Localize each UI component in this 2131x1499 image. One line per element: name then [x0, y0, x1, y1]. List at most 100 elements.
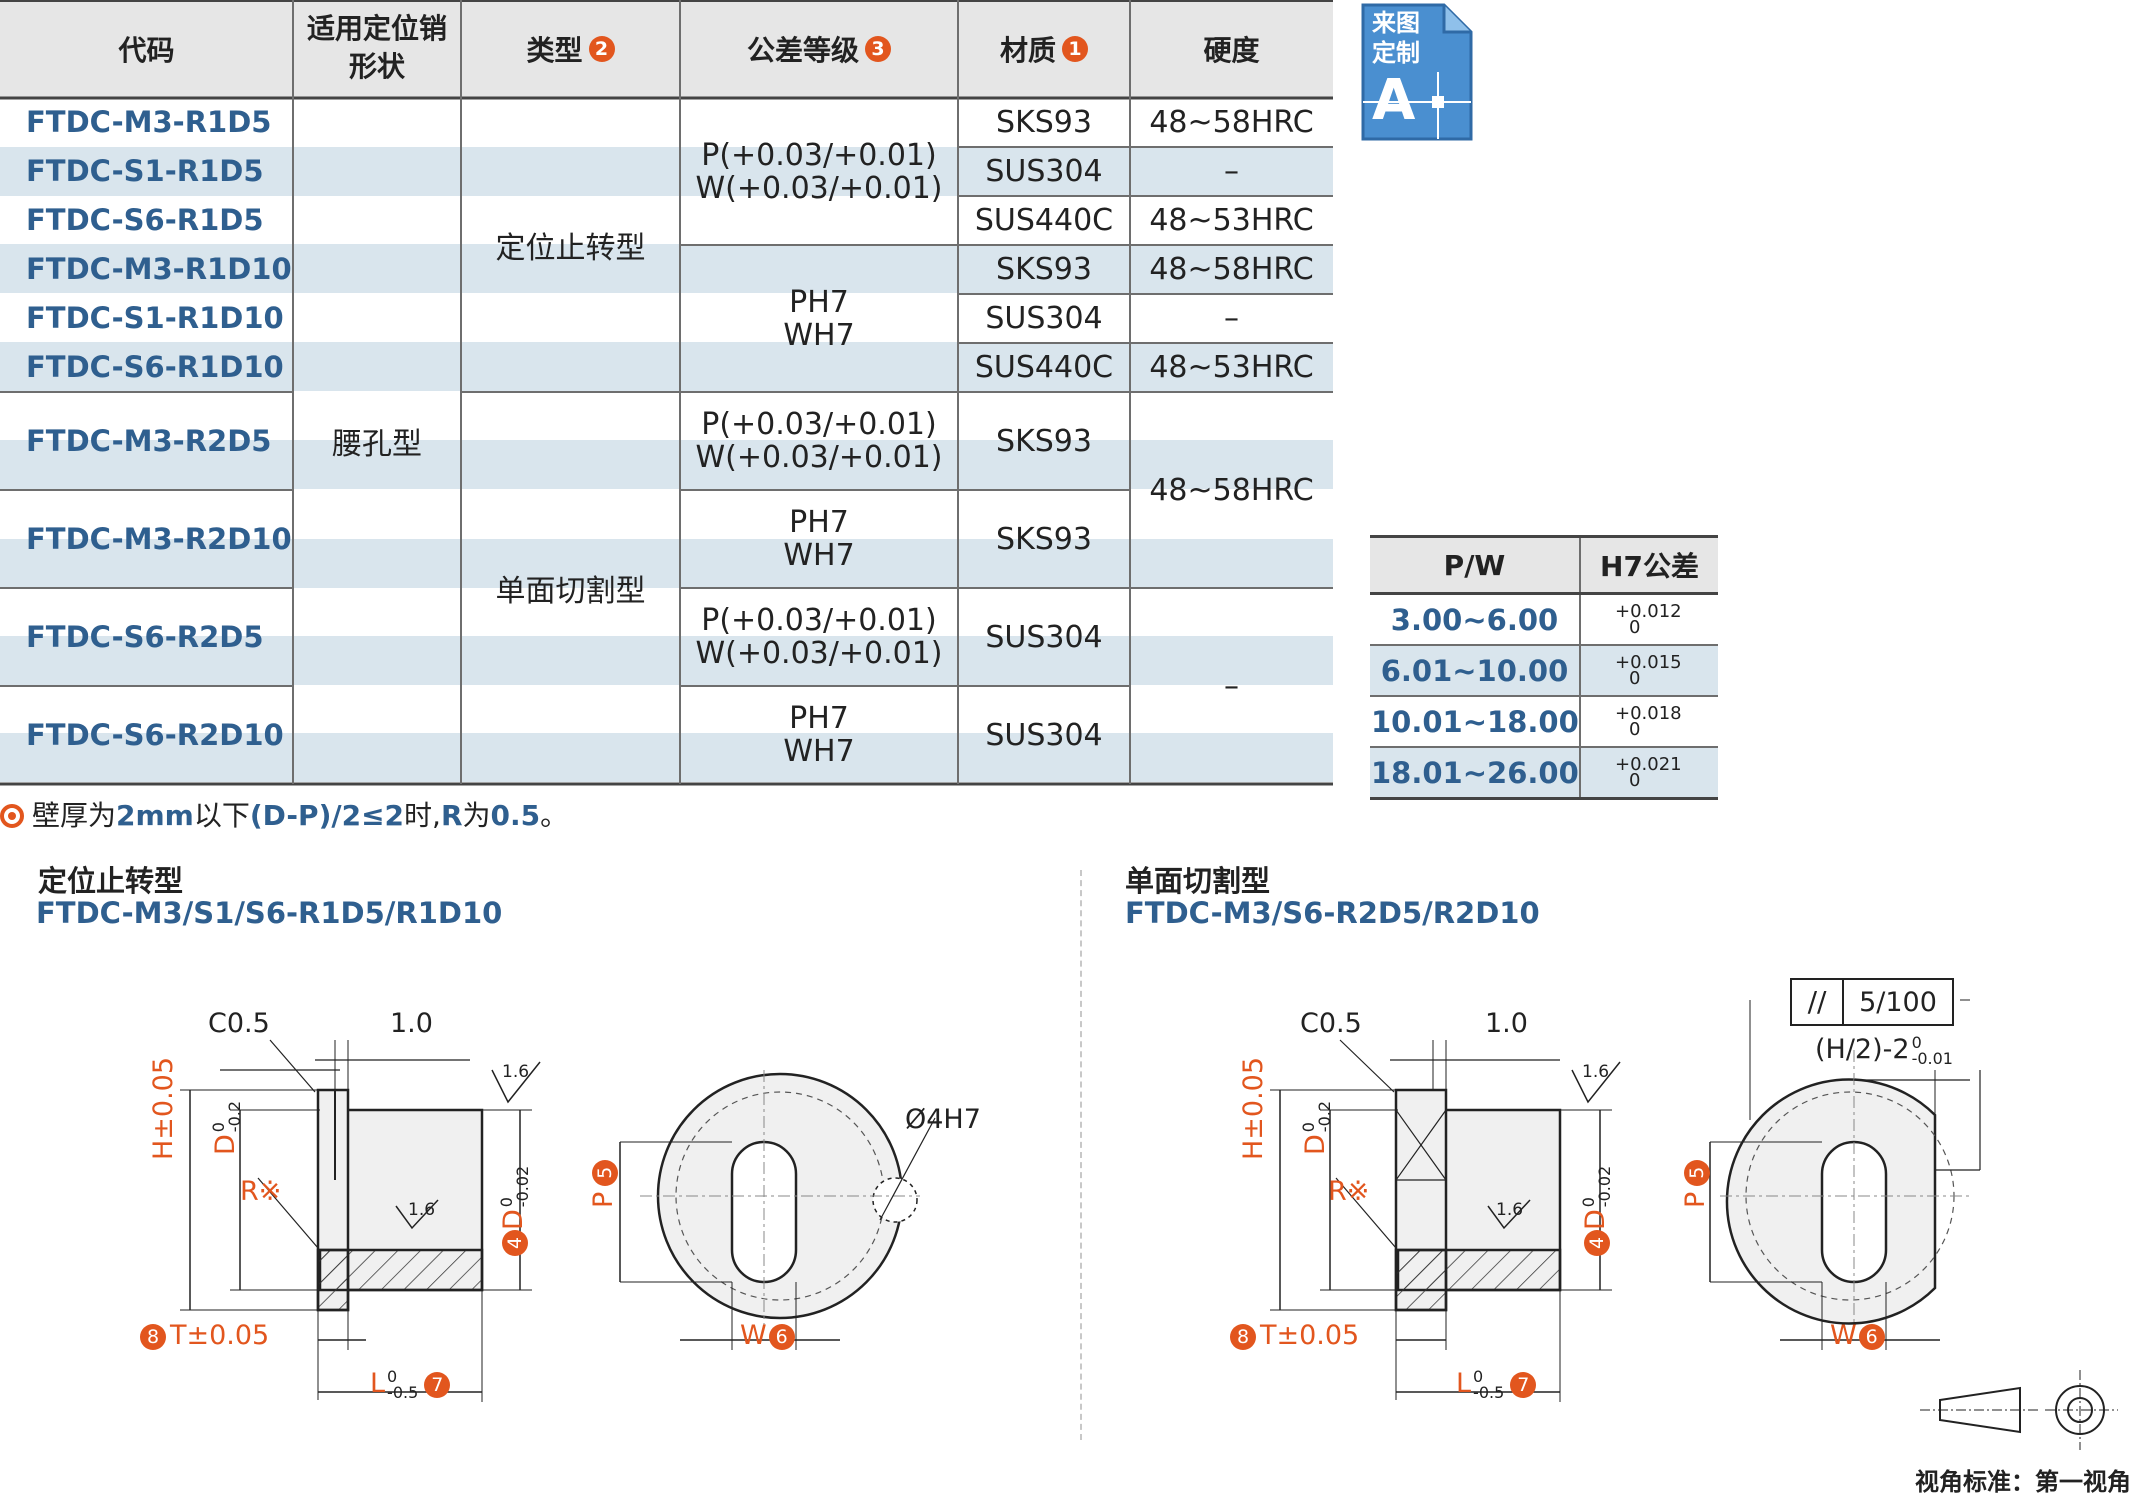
dim-d2-lower: -0.02 — [1594, 1165, 1614, 1208]
material-cell: SKS93 — [996, 521, 1092, 557]
section-left-codes: FTDC-M3/S1/S6-R1D5/R1D10 — [36, 896, 503, 930]
dim-halfh-label: (H/2)-2 — [1815, 1034, 1910, 1065]
spec-table-grid — [0, 0, 1333, 786]
hardness-cell: 48~58HRC — [1149, 105, 1314, 140]
dim-d-label: D — [1300, 1134, 1331, 1155]
dim-d2: 4D0-0.02 — [497, 1166, 532, 1262]
roughness-label: 1.6 — [408, 1200, 436, 1220]
dim-len10: 1.0 — [390, 1008, 433, 1039]
dim-r: R※ — [1328, 1176, 1370, 1207]
material-cell: SUS304 — [985, 717, 1103, 753]
dim-w-label: W — [740, 1320, 767, 1351]
tol-upper: +0.015 — [1615, 651, 1682, 673]
right-front-view-drawing — [1709, 999, 1981, 1350]
projection-standard-label: 视角标准：第一视角 — [1915, 1468, 2131, 1496]
dim-l-label: L — [1456, 1368, 1472, 1399]
hardness-cell: 48~53HRC — [1149, 350, 1314, 385]
dim-d-label: D — [210, 1134, 241, 1155]
tolerance-ph: PH7 — [789, 701, 849, 736]
num-badge: 6 — [768, 1323, 795, 1350]
tol-upper: +0.012 — [1615, 600, 1682, 622]
num-badge: 4 — [1583, 1230, 1610, 1256]
dim-p: P5 — [1680, 1159, 1711, 1208]
code-cell: FTDC-M3-R2D10 — [26, 522, 292, 556]
code-cell: FTDC-S6-R1D5 — [26, 203, 264, 237]
dim-l-upper: 0 — [387, 1366, 398, 1386]
code-cell: FTDC-S1-R1D5 — [26, 154, 264, 188]
material-cell: SUS440C — [974, 350, 1114, 385]
first-angle-projection-icon — [1920, 1370, 2118, 1450]
tol-lower: 0 — [1629, 667, 1641, 689]
row-band — [0, 147, 1333, 196]
tolerance-w: W(+0.03/+0.01) — [695, 440, 943, 475]
badge-line1: 来图 — [1372, 9, 1420, 37]
row-band — [0, 636, 1333, 685]
tol-range: 18.01~26.00 — [1370, 747, 1581, 800]
row-band — [0, 539, 1333, 588]
roughness-label: 1.6 — [502, 1062, 530, 1082]
row-band — [0, 244, 1333, 293]
dim-r: R※ — [240, 1176, 282, 1207]
header-type-label: 类型 — [526, 34, 583, 67]
dim-l-label: L — [370, 1368, 386, 1399]
dim-l-lower: -0.5 — [1473, 1382, 1505, 1402]
badge-letter: A — [1372, 68, 1416, 133]
custom-drawing-icon — [1361, 3, 1473, 141]
note-text: 时, — [404, 799, 441, 832]
hardness-cell: – — [1224, 668, 1239, 704]
tolerance-p: P(+0.03/+0.01) — [701, 407, 937, 442]
dim-len10: 1.0 — [1485, 1008, 1528, 1039]
badge-text: 来图 定制 — [1372, 8, 1420, 68]
tol-lower: 0 — [1629, 616, 1641, 638]
dim-d2-label: D — [1580, 1209, 1611, 1230]
dim-p: P5 — [588, 1159, 619, 1208]
dim-d-lower: -0.2 — [1314, 1100, 1334, 1133]
dim-hole: Ø4H7 — [905, 1104, 981, 1135]
target-icon — [0, 804, 24, 828]
header-material-label: 材质 — [999, 34, 1056, 67]
tol-range: 10.01~18.00 — [1370, 696, 1581, 748]
tolerance-cell: P(+0.03/+0.01)W(+0.03/+0.01) — [680, 98, 958, 245]
row-band — [0, 342, 1333, 391]
dim-t-label: T±0.05 — [170, 1320, 270, 1351]
code-cell: FTDC-M3-R1D5 — [26, 105, 272, 139]
dim-d: D0-0.2 — [209, 1101, 244, 1155]
tol-range: 3.00~6.00 — [1370, 593, 1581, 646]
tolerance-wh: WH7 — [783, 734, 855, 769]
header-pin-shape-line2: 形状 — [348, 50, 405, 83]
tolerance-ph: PH7 — [789, 505, 849, 540]
note-text: 为 — [462, 799, 491, 832]
header-tolerance-label: 公差等级 — [746, 34, 859, 67]
hardness-cell: 48~58HRC — [1149, 252, 1314, 287]
header-code: 代码 — [118, 34, 175, 67]
dim-halfh-upper: 0 — [1911, 1032, 1922, 1052]
num-badge: 4 — [501, 1230, 528, 1256]
tol-range: 6.01~10.00 — [1370, 645, 1581, 697]
header-pin-shape-line1: 适用定位销 — [306, 12, 447, 45]
note-value: 2mm — [116, 799, 194, 832]
dim-c05: C0.5 — [1300, 1008, 1362, 1039]
code-cell: FTDC-S6-R2D5 — [26, 620, 264, 654]
num-badge: 7 — [1510, 1371, 1537, 1398]
roughness-label: 1.6 — [1496, 1200, 1524, 1220]
dim-l-lower: -0.5 — [387, 1382, 419, 1402]
type-a-cell: 定位止转型 — [495, 231, 646, 266]
note-value: (D-P)/2≤2 — [249, 799, 405, 832]
code-cell: FTDC-S6-R2D10 — [26, 718, 284, 752]
parallel-icon: // — [1792, 980, 1844, 1024]
dim-halfh-lower: -0.01 — [1911, 1048, 1953, 1068]
dim-t-label: T±0.05 — [1260, 1320, 1360, 1351]
tolerance-wh: WH7 — [783, 317, 855, 353]
pin-shape-cell: 腰孔型 — [332, 427, 422, 462]
material-cell: SUS440C — [974, 203, 1114, 238]
material-cell: SKS93 — [996, 252, 1092, 287]
